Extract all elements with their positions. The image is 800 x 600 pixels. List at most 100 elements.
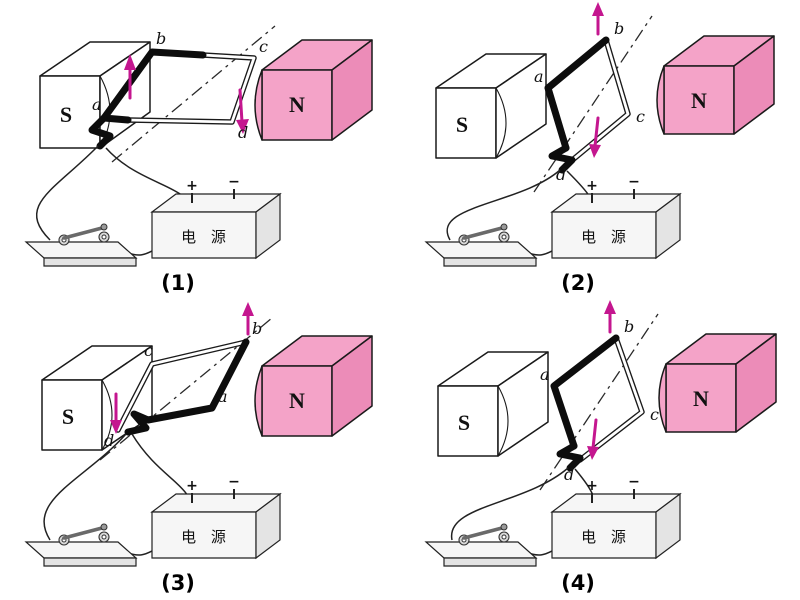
arrow-down-head [236, 119, 249, 134]
arrow-down-head [587, 446, 599, 460]
coil-label-b: b [156, 29, 166, 48]
magnet-n-side-face [733, 35, 775, 135]
coil-label-d: d [564, 465, 574, 484]
magnet-n: N [656, 35, 775, 135]
magnet-n-side-face [331, 335, 373, 437]
switch-post-right-hole [501, 234, 507, 240]
pole-n-label: N [289, 92, 305, 117]
power-label: 电 源 [181, 528, 231, 546]
magnet-n-concave-curve [658, 363, 667, 433]
magnet-n: N [658, 333, 777, 433]
coil-hairpin [556, 442, 584, 472]
magnet-s: S [437, 351, 549, 457]
panel-1: S N [0, 0, 400, 300]
switch-knob [100, 523, 108, 531]
coil-label-b: b [614, 19, 624, 38]
power-source: + − 电 源 [550, 174, 682, 260]
battery-side-face [655, 492, 681, 560]
panel-number: (2) [561, 271, 595, 295]
power-label: 电 源 [181, 228, 231, 246]
panel-number: (4) [561, 571, 595, 595]
terminal-minus-label: − [228, 174, 240, 190]
coil-far-side-core [116, 340, 248, 432]
switch-base-front [43, 257, 137, 267]
pole-s-label: S [458, 410, 470, 435]
coil-labels: a b c d [104, 319, 262, 450]
arrow-down [591, 418, 598, 450]
panel-4: S N [400, 300, 800, 600]
motion-arrows [587, 300, 616, 460]
switch-lever [62, 526, 104, 540]
coil-labels: a b c d [540, 317, 659, 484]
motion-arrows [110, 302, 254, 434]
coil-far-side-core [568, 38, 630, 164]
switch-post-right-hole [501, 534, 507, 540]
pole-s-label: S [62, 404, 74, 429]
pole-n-label: N [693, 386, 709, 411]
power-label: 电 源 [581, 228, 631, 246]
coil-far-side-core [126, 53, 256, 124]
terminal-minus-label: − [228, 474, 240, 490]
wire-to-switch [43, 433, 127, 541]
motion-arrows [124, 54, 249, 134]
power-source: + − 电 源 [550, 474, 682, 560]
magnet-n: N [254, 39, 373, 141]
rotation-axis [533, 15, 653, 193]
terminal-plus-label: + [186, 478, 198, 494]
coil-label-c: c [144, 341, 153, 360]
coil-label-a: a [92, 95, 102, 114]
coil-labels: a b c d [92, 29, 268, 142]
pole-s-label: S [456, 112, 468, 137]
terminal-plus-label: + [586, 178, 598, 194]
magnet-s-concave-curve [495, 87, 507, 159]
switch [24, 223, 138, 267]
panel-2: S N [400, 0, 800, 300]
magnet-n-side-face [331, 39, 373, 141]
switch [424, 223, 538, 267]
wire-to-switch [451, 467, 569, 541]
magnet-s-pole-face [495, 53, 547, 159]
magnet-n-side-face [735, 333, 777, 433]
arrow-up-head [124, 54, 136, 70]
coil-near-side [100, 48, 207, 124]
terminal-plus-label: + [586, 478, 598, 494]
arrow-down-head [589, 144, 601, 158]
coil-label-c: c [650, 405, 659, 424]
coil-label-b: b [624, 317, 634, 336]
magnet-s: S [435, 53, 547, 159]
coil-near-side [550, 334, 620, 450]
battery-side-face [655, 192, 681, 260]
pole-s-label: S [60, 102, 72, 127]
pole-n-label: N [691, 88, 707, 113]
switch-base-top [424, 541, 538, 559]
switch-base-front [443, 557, 537, 567]
terminal-plus-label: + [186, 178, 198, 194]
switch-lever [462, 226, 504, 240]
wire-to-switch [446, 169, 561, 241]
battery-side-face [255, 192, 281, 260]
coil [115, 338, 250, 436]
coil [88, 48, 257, 150]
switch-lever [62, 226, 104, 240]
coil-label-c: c [636, 107, 645, 126]
switch-post-right-hole [101, 234, 107, 240]
switch-base-front [43, 557, 137, 567]
magnet-s-pole-face [497, 351, 549, 457]
wire-to-switch [36, 145, 99, 241]
coil-label-d: d [238, 123, 248, 142]
magnet-n: N [254, 335, 373, 437]
coil-near-side [144, 338, 250, 424]
switch-knob [100, 223, 108, 231]
magnet-s-concave-curve [497, 385, 509, 457]
switch-base-top [24, 541, 138, 559]
switch-post-right-hole [101, 534, 107, 540]
coil-label-d: d [556, 165, 566, 184]
panel-number: (3) [161, 571, 195, 595]
rotation-axis [111, 25, 276, 163]
coil [550, 334, 645, 472]
magnet-n-concave-curve [656, 65, 665, 135]
battery-side-face [255, 492, 281, 560]
arrow-up-head [592, 2, 604, 16]
magnet-n-concave-curve [254, 69, 263, 141]
